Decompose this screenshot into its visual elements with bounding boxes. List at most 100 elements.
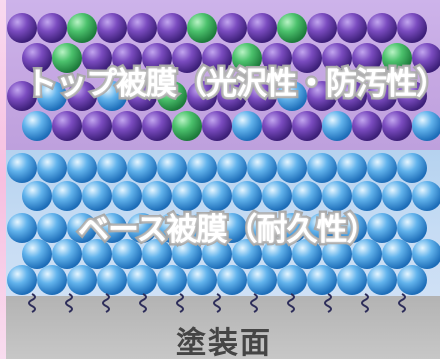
blue-sphere	[412, 239, 440, 269]
anchor-chain	[139, 293, 147, 313]
purple-sphere	[82, 43, 112, 73]
blue-sphere	[112, 181, 142, 211]
blue-sphere	[412, 111, 440, 141]
anchor-chain	[176, 293, 184, 313]
purple-sphere	[202, 111, 232, 141]
green-sphere	[172, 111, 202, 141]
painted-surface-layer	[6, 296, 440, 359]
purple-sphere	[367, 13, 397, 43]
blue-sphere	[322, 111, 352, 141]
blue-sphere	[7, 265, 37, 295]
blue-sphere	[127, 213, 157, 243]
blue-sphere	[217, 153, 247, 183]
anchor-chain	[287, 293, 295, 313]
purple-sphere	[412, 43, 440, 73]
blue-sphere	[232, 239, 262, 269]
purple-sphere	[127, 13, 157, 43]
purple-sphere	[7, 13, 37, 43]
blue-sphere	[112, 239, 142, 269]
blue-sphere	[247, 153, 277, 183]
purple-sphere	[322, 43, 352, 73]
anchor-chain	[324, 293, 332, 313]
blue-sphere	[337, 213, 367, 243]
blue-sphere	[277, 265, 307, 295]
purple-sphere	[307, 13, 337, 43]
blue-sphere	[247, 213, 277, 243]
green-sphere	[382, 43, 412, 73]
blue-sphere	[37, 213, 67, 243]
blue-sphere	[307, 265, 337, 295]
blue-sphere	[382, 239, 412, 269]
purple-sphere	[397, 81, 427, 111]
purple-sphere	[82, 111, 112, 141]
purple-sphere	[202, 43, 232, 73]
purple-sphere	[67, 81, 97, 111]
purple-sphere	[337, 81, 367, 111]
blue-sphere	[142, 239, 172, 269]
blue-sphere	[37, 153, 67, 183]
base-coat-label: ベース被膜（耐久性）	[75, 210, 379, 251]
top-coat-label: トップ被膜（光沢性・防汚性）	[24, 64, 440, 105]
purple-sphere	[262, 43, 292, 73]
blue-sphere	[67, 213, 97, 243]
blue-sphere	[277, 81, 307, 111]
blue-sphere	[277, 213, 307, 243]
purple-sphere	[127, 81, 157, 111]
anchor-chain	[361, 293, 369, 313]
green-sphere	[277, 13, 307, 43]
blue-sphere	[7, 153, 37, 183]
green-sphere	[187, 13, 217, 43]
purple-sphere	[247, 81, 277, 111]
blue-sphere	[262, 181, 292, 211]
green-sphere	[232, 43, 262, 73]
blue-sphere	[397, 213, 427, 243]
anchor-chain	[213, 293, 221, 313]
purple-sphere	[142, 111, 172, 141]
purple-sphere	[112, 111, 142, 141]
green-sphere	[52, 43, 82, 73]
anchor-chain	[398, 293, 406, 313]
blue-sphere	[382, 181, 412, 211]
blue-sphere	[82, 239, 112, 269]
purple-sphere	[157, 13, 187, 43]
purple-sphere	[97, 13, 127, 43]
blue-sphere	[202, 181, 232, 211]
blue-sphere	[7, 213, 37, 243]
purple-sphere	[352, 43, 382, 73]
blue-sphere	[157, 265, 187, 295]
blue-sphere	[412, 181, 440, 211]
blue-sphere	[187, 213, 217, 243]
anchor-chain	[28, 293, 36, 313]
blue-sphere	[172, 239, 202, 269]
purple-sphere	[7, 81, 37, 111]
blue-sphere	[97, 265, 127, 295]
blue-sphere	[97, 81, 127, 111]
blue-sphere	[127, 153, 157, 183]
blue-sphere	[397, 153, 427, 183]
purple-sphere	[217, 13, 247, 43]
purple-sphere	[292, 43, 322, 73]
blue-sphere	[97, 153, 127, 183]
blue-sphere	[22, 239, 52, 269]
blue-sphere	[262, 239, 292, 269]
blue-sphere	[292, 181, 322, 211]
blue-sphere	[397, 265, 427, 295]
blue-sphere	[52, 239, 82, 269]
blue-sphere	[202, 239, 232, 269]
blue-sphere	[67, 153, 97, 183]
blue-sphere	[232, 181, 262, 211]
blue-sphere	[292, 239, 322, 269]
purple-sphere	[217, 81, 247, 111]
purple-sphere	[367, 81, 397, 111]
purple-sphere	[142, 43, 172, 73]
blue-sphere	[367, 153, 397, 183]
blue-sphere	[367, 265, 397, 295]
purple-sphere	[292, 111, 322, 141]
blue-sphere	[37, 265, 67, 295]
purple-sphere	[22, 43, 52, 73]
purple-sphere	[382, 111, 412, 141]
blue-sphere	[322, 181, 352, 211]
painted-surface-label: 塗装面	[176, 326, 272, 359]
blue-sphere	[247, 265, 277, 295]
